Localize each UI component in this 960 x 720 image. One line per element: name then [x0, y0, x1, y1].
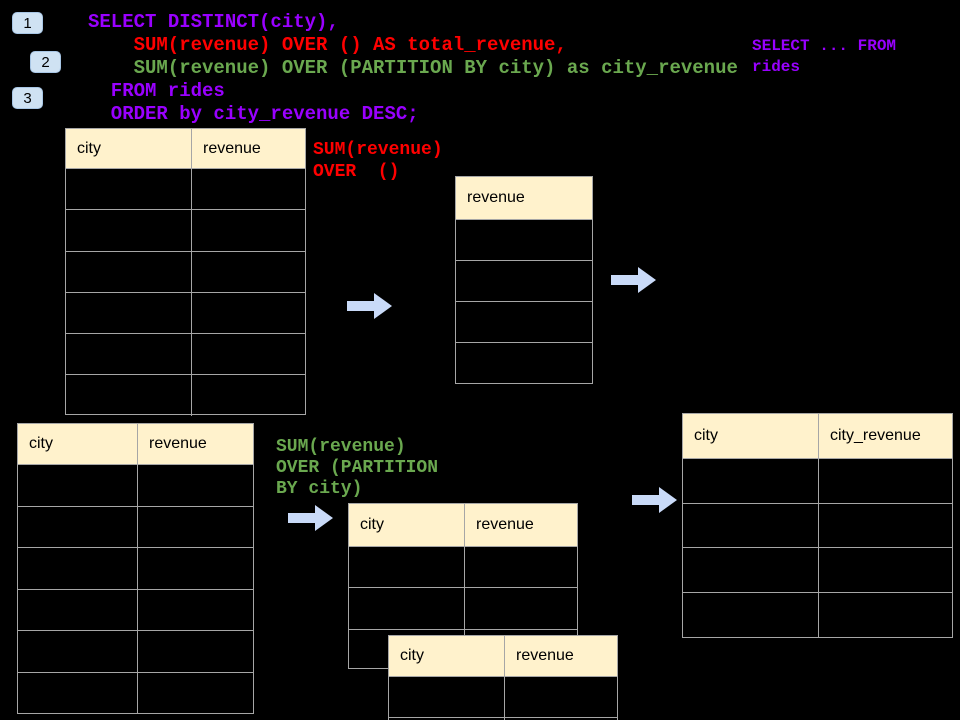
empty-cell: [389, 676, 504, 717]
column-header-city: city: [77, 139, 101, 157]
table-body: [18, 464, 253, 714]
arrow-right-icon: [347, 293, 392, 319]
empty-cell: [504, 717, 617, 720]
column-header-city-revenue: city_revenue: [818, 414, 952, 458]
step-badge-label: 1: [23, 14, 32, 32]
table-header-row: city city_revenue: [683, 414, 952, 458]
empty-cell: [137, 630, 253, 672]
table-source-bottom: city revenue: [17, 423, 254, 714]
empty-cell: [18, 547, 137, 589]
empty-cell: [349, 546, 464, 587]
sql-code-line: FROM rides: [110, 80, 225, 102]
empty-cell: [818, 547, 952, 593]
column-header-city: city: [694, 427, 718, 444]
empty-cell: [683, 458, 818, 503]
arrow-right-icon: [611, 267, 656, 293]
empty-cell: [18, 630, 137, 672]
note-line: OVER (): [313, 162, 400, 182]
empty-cell: [818, 592, 952, 637]
table-source-top: city revenue: [65, 128, 306, 416]
column-header-revenue: revenue: [464, 504, 577, 546]
empty-cell: [66, 250, 191, 292]
empty-cell: [137, 588, 253, 631]
table-partition-step: city revenue: [348, 503, 578, 670]
total-revenue-annotation: SUM(revenue)OVER (): [313, 139, 443, 183]
table-partition-overlay: city revenue: [388, 635, 618, 720]
empty-cell: [349, 587, 464, 628]
column-header-city: city: [29, 435, 53, 452]
step-badge-1: 1: [12, 12, 43, 34]
empty-cell: [504, 676, 617, 717]
empty-cell: [818, 502, 952, 548]
sql-query: SELECT DISTINCT(city),SUM(revenue) OVER …: [88, 11, 738, 126]
table-body: [66, 168, 305, 416]
column-header-revenue: revenue: [467, 189, 525, 206]
sql-code-line: ORDER by city_revenue DESC;: [110, 103, 419, 125]
empty-cell: [66, 374, 191, 415]
empty-cell: [137, 505, 253, 548]
step-badge-3: 3: [12, 87, 43, 109]
empty-cell: [191, 250, 305, 292]
empty-cell: [456, 260, 592, 301]
empty-cell: [191, 374, 305, 416]
table-header-row: city revenue: [389, 636, 617, 676]
empty-cell: [456, 219, 592, 260]
empty-cell: [683, 547, 818, 592]
note-line: OVER (PARTITION: [276, 458, 439, 478]
table-total-result: revenue: [455, 176, 593, 384]
arrow-right-icon: [288, 505, 333, 531]
empty-cell: [66, 333, 191, 374]
step-badge-label: 2: [41, 53, 50, 71]
column-header-revenue: revenue: [504, 636, 617, 676]
empty-cell: [191, 333, 305, 375]
empty-cell: [18, 588, 137, 631]
empty-cell: [66, 209, 191, 250]
empty-cell: [18, 464, 137, 506]
empty-cell: [456, 342, 592, 383]
step-badge-label: 3: [23, 89, 32, 107]
sql-from-rides-note: SELECT ... FROM rides: [752, 36, 896, 78]
empty-cell: [66, 291, 191, 333]
empty-cell: [818, 458, 952, 503]
arrow-right-icon: [632, 487, 677, 513]
table-header-row: revenue: [456, 177, 592, 219]
table-body: [389, 676, 617, 720]
note-line: SUM(revenue): [276, 437, 406, 457]
step-badge-2: 2: [30, 51, 61, 73]
empty-cell: [191, 209, 305, 251]
note-line: BY city): [276, 479, 363, 499]
table-city-revenue-result: city city_revenue: [682, 413, 953, 638]
empty-cell: [464, 587, 577, 629]
sql-code-line: SUM(revenue) OVER () AS total_revenue,: [133, 34, 567, 56]
column-header-city: city: [400, 647, 424, 664]
column-header-revenue: revenue: [137, 424, 253, 464]
table-header-row: city revenue: [66, 129, 305, 168]
table-header-row: city revenue: [349, 504, 577, 546]
note-line: SELECT ... FROM: [752, 37, 897, 55]
empty-cell: [683, 502, 818, 548]
empty-cell: [464, 546, 577, 588]
empty-cell: [18, 671, 137, 714]
table-header-row: city revenue: [18, 424, 253, 464]
sql-code-line: SELECT DISTINCT(city),: [88, 11, 339, 33]
empty-cell: [66, 168, 191, 209]
sql-code-line: SUM(revenue) OVER (PARTITION BY city) as…: [133, 57, 738, 79]
empty-cell: [137, 671, 253, 714]
note-line: SUM(revenue): [313, 140, 443, 160]
empty-cell: [191, 168, 305, 210]
empty-cell: [137, 464, 253, 506]
column-header-city: city: [360, 516, 384, 533]
empty-cell: [18, 505, 137, 548]
empty-cell: [349, 628, 464, 670]
table-body: [456, 219, 592, 383]
empty-cell: [683, 592, 818, 637]
note-line: rides: [752, 58, 801, 76]
empty-cell: [389, 717, 504, 720]
table-body: [683, 458, 952, 637]
empty-cell: [456, 301, 592, 342]
empty-cell: [191, 291, 305, 334]
column-header-revenue: revenue: [191, 129, 305, 168]
empty-cell: [137, 547, 253, 589]
